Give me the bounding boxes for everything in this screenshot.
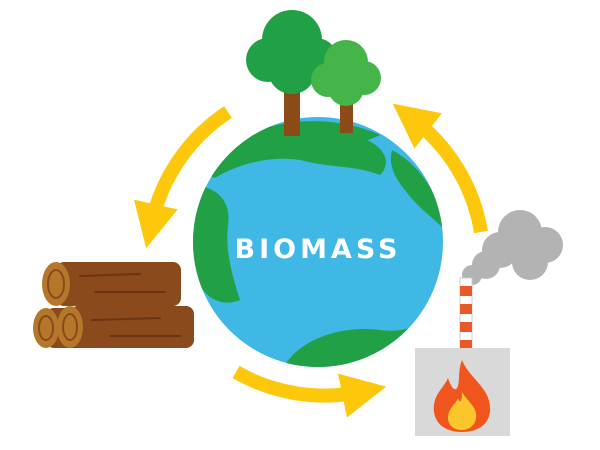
logs-icon (33, 262, 194, 348)
furnace-icon (415, 277, 510, 436)
trees-icon (246, 10, 381, 136)
flame-icon (433, 360, 491, 432)
globe-icon: BIOMASS (193, 117, 443, 367)
smoke-icon (462, 210, 563, 285)
arrow-top-left-icon (134, 106, 232, 249)
arrow-bottom-icon (232, 365, 387, 418)
cycle-arrows (134, 103, 488, 418)
arrow-top-right-icon (392, 103, 488, 234)
center-label: BIOMASS (234, 234, 401, 265)
chimney-icon (459, 277, 473, 349)
